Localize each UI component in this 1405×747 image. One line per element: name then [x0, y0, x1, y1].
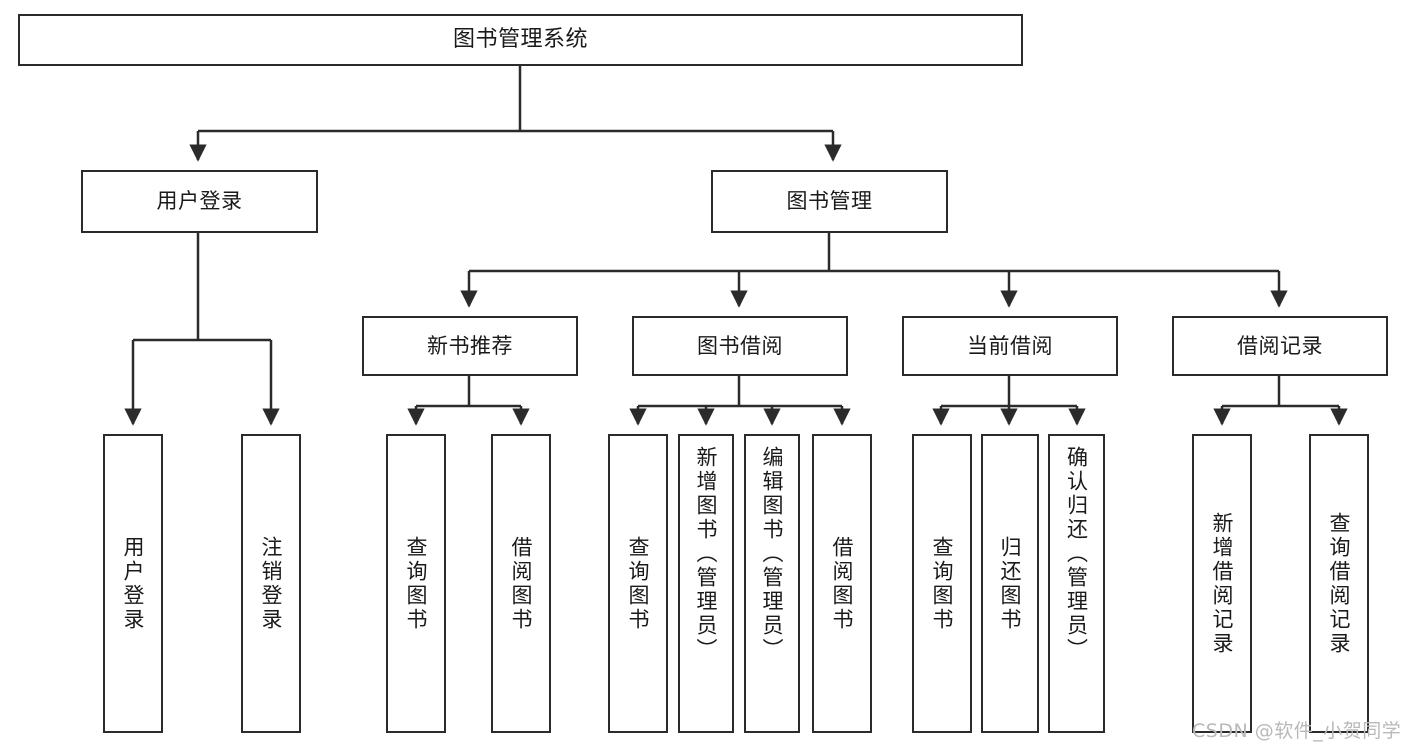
node-book-borrow[interactable]: 图书借阅	[632, 316, 848, 376]
node-user-login-label: 用户登录	[156, 189, 243, 214]
node-root-label: 图书管理系统	[452, 27, 588, 53]
node-leaf-borrow-book-2[interactable]: 借阅图书	[812, 434, 872, 733]
node-leaf-query-record-label: 查询借阅记录	[1327, 511, 1352, 656]
node-root[interactable]: 图书管理系统	[18, 14, 1023, 66]
node-new-book-recommend[interactable]: 新书推荐	[362, 316, 578, 376]
node-leaf-query-record[interactable]: 查询借阅记录	[1309, 434, 1369, 733]
node-new-book-recommend-label: 新书推荐	[427, 333, 513, 358]
node-leaf-add-record-label: 新增借阅记录	[1210, 511, 1235, 656]
node-book-manage[interactable]: 图书管理	[711, 170, 948, 233]
node-leaf-query-book-3-label: 查询图书	[930, 535, 955, 632]
node-book-borrow-label: 图书借阅	[697, 333, 783, 358]
csdn-watermark: CSDN @软件_小贺同学	[1192, 720, 1402, 742]
node-leaf-return-book[interactable]: 归还图书	[981, 434, 1039, 733]
node-leaf-logout-login-label: 注销登录	[259, 535, 284, 632]
node-leaf-query-book-3[interactable]: 查询图书	[912, 434, 972, 733]
node-current-borrow-label: 当前借阅	[967, 333, 1053, 358]
node-leaf-confirm-return[interactable]: 确认归还（管理员）	[1048, 434, 1105, 733]
node-leaf-borrow-book-2-label: 借阅图书	[830, 535, 855, 632]
node-leaf-confirm-return-label: 确认归还（管理员）	[1064, 446, 1089, 662]
node-leaf-logout-login[interactable]: 注销登录	[241, 434, 301, 733]
node-current-borrow[interactable]: 当前借阅	[902, 316, 1118, 376]
node-leaf-query-book-1[interactable]: 查询图书	[386, 434, 446, 733]
node-user-login[interactable]: 用户登录	[81, 170, 318, 233]
node-leaf-add-record[interactable]: 新增借阅记录	[1192, 434, 1252, 733]
node-leaf-add-book[interactable]: 新增图书（管理员）	[678, 434, 734, 733]
node-leaf-user-login[interactable]: 用户登录	[103, 434, 163, 733]
node-leaf-borrow-book-1-label: 借阅图书	[509, 535, 534, 632]
node-leaf-user-login-label: 用户登录	[121, 535, 146, 632]
node-borrow-record[interactable]: 借阅记录	[1172, 316, 1388, 376]
node-leaf-borrow-book-1[interactable]: 借阅图书	[491, 434, 551, 733]
node-leaf-query-book-2[interactable]: 查询图书	[608, 434, 668, 733]
node-borrow-record-label: 借阅记录	[1237, 333, 1323, 358]
node-leaf-query-book-1-label: 查询图书	[404, 535, 429, 632]
node-leaf-edit-book[interactable]: 编辑图书（管理员）	[744, 434, 800, 733]
node-leaf-add-book-label: 新增图书（管理员）	[694, 446, 719, 662]
node-leaf-query-book-2-label: 查询图书	[626, 535, 651, 632]
node-book-manage-label: 图书管理	[786, 189, 873, 214]
node-leaf-edit-book-label: 编辑图书（管理员）	[760, 446, 785, 662]
node-leaf-return-book-label: 归还图书	[998, 535, 1023, 632]
